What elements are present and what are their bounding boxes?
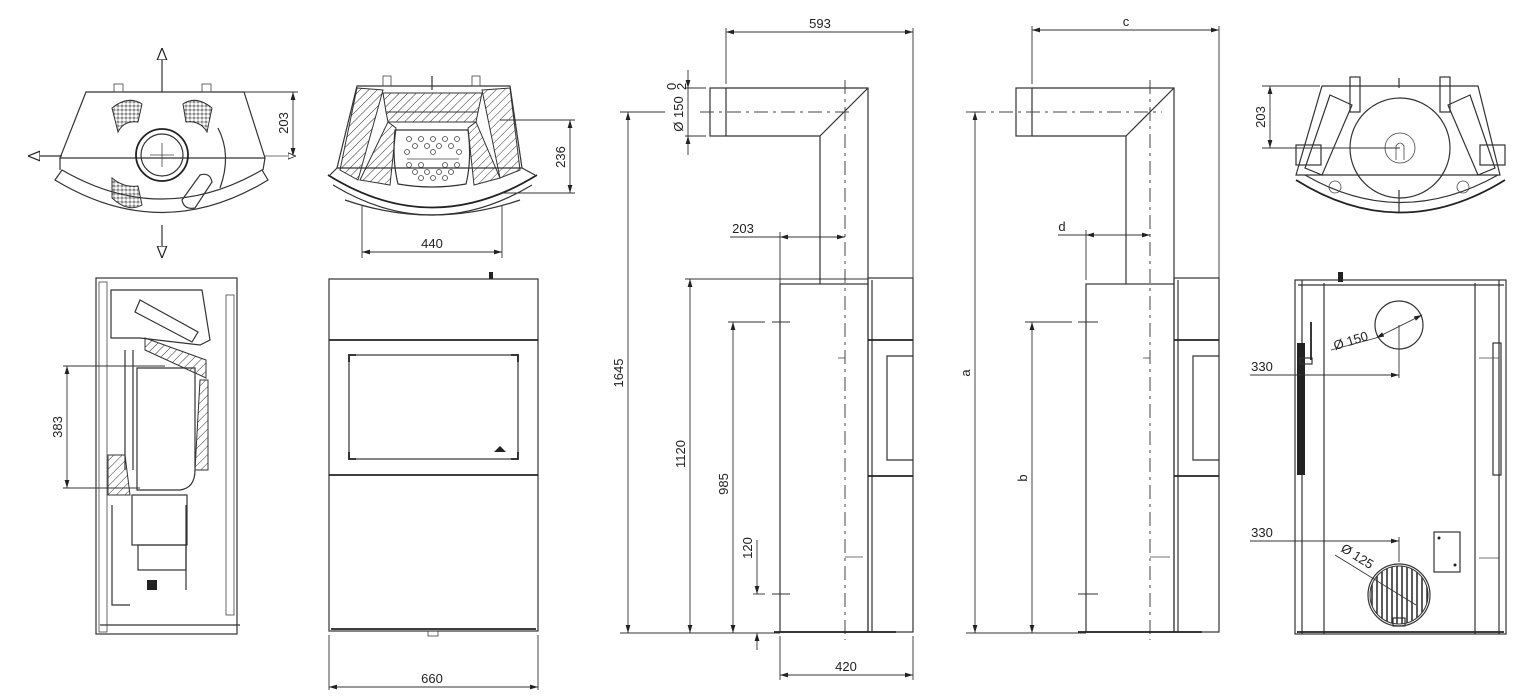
top-view-section: 236 440	[327, 75, 575, 258]
dim-flue-tol-upper: 0	[664, 83, 679, 90]
side-view-dimensioned: 593 Ø 150 0 2 203 1645 1120 985	[611, 16, 914, 680]
dim-203-top: 203	[276, 112, 291, 134]
dim-b: b	[1015, 474, 1030, 481]
dim-203-side: 203	[732, 221, 754, 236]
burn-holes	[404, 136, 462, 181]
dim-1120: 1120	[673, 440, 688, 468]
dim-330-upper: 330	[1251, 359, 1273, 374]
dim-120: 120	[740, 537, 755, 559]
top-view-outline: 203	[28, 48, 298, 258]
dim-flue-tol-lower: 2	[674, 83, 689, 90]
dim-440: 440	[421, 236, 443, 251]
dim-593: 593	[809, 16, 831, 31]
dim-985: 985	[716, 473, 731, 495]
side-section-view: 383	[50, 277, 240, 635]
dim-flue-diameter: Ø 150	[671, 96, 686, 131]
rear-top-view: 203	[1253, 76, 1506, 214]
dim-383: 383	[50, 416, 65, 438]
dim-a: a	[958, 369, 973, 377]
dim-rear-flue-dia: Ø 150	[1332, 328, 1370, 353]
dim-236: 236	[553, 146, 568, 168]
dim-330-lower: 330	[1251, 525, 1273, 540]
dim-rear-air-dia: Ø 125	[1338, 540, 1376, 571]
rear-view: Ø 150 330 330 Ø 125	[1250, 272, 1507, 635]
dim-660: 660	[421, 671, 443, 686]
front-view: 660	[328, 272, 539, 690]
dim-c: c	[1123, 14, 1130, 29]
dim-420: 420	[835, 659, 857, 674]
dim-1645: 1645	[611, 359, 626, 388]
dim-203-rear: 203	[1253, 106, 1268, 128]
dim-d: d	[1058, 219, 1065, 234]
side-view-variables: c d a b	[958, 14, 1220, 640]
